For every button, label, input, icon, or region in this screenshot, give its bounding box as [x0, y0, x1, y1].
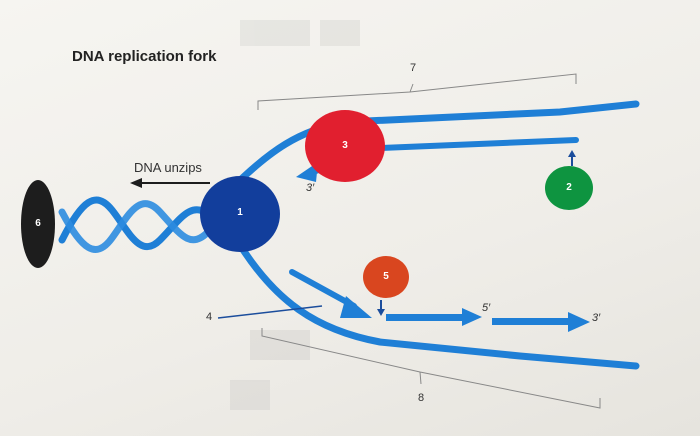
three-prime-lagging-label: 3′	[592, 312, 601, 324]
double-helix	[58, 196, 214, 253]
leading-direction-arrowhead	[296, 162, 318, 182]
label-2: 2	[566, 182, 572, 193]
label-1: 1	[237, 207, 243, 218]
label-6: 6	[35, 218, 41, 229]
five-prime-lagging-label: 5′	[482, 302, 491, 314]
bottom-parental-strand	[236, 241, 640, 370]
label-8: 8	[418, 392, 425, 404]
unzip-arrow-icon	[130, 178, 210, 188]
label-3: 3	[342, 140, 348, 151]
background-ghost-text	[230, 20, 360, 410]
leading-polymerase-shape	[305, 110, 385, 182]
pointer-4	[217, 305, 323, 319]
lagging-enzyme-arrow-icon	[377, 300, 385, 316]
topoisomerase-shape	[21, 180, 55, 268]
unzip-caption: DNA unzips	[134, 160, 202, 175]
primase-arrow-icon	[568, 150, 576, 166]
primase-shape	[545, 166, 593, 210]
page-title: DNA replication fork	[72, 48, 217, 65]
helicase-shape	[200, 176, 280, 252]
leading-bracket	[257, 73, 577, 110]
label-5: 5	[383, 271, 389, 282]
lagging-polymerase-shape	[363, 256, 409, 298]
okazaki-fragments	[289, 269, 590, 332]
label-4: 4	[206, 311, 213, 323]
leading-new-strand	[377, 137, 579, 151]
lagging-bracket	[261, 328, 601, 409]
three-prime-top-label: 3′	[306, 182, 315, 194]
label-7: 7	[410, 62, 417, 74]
